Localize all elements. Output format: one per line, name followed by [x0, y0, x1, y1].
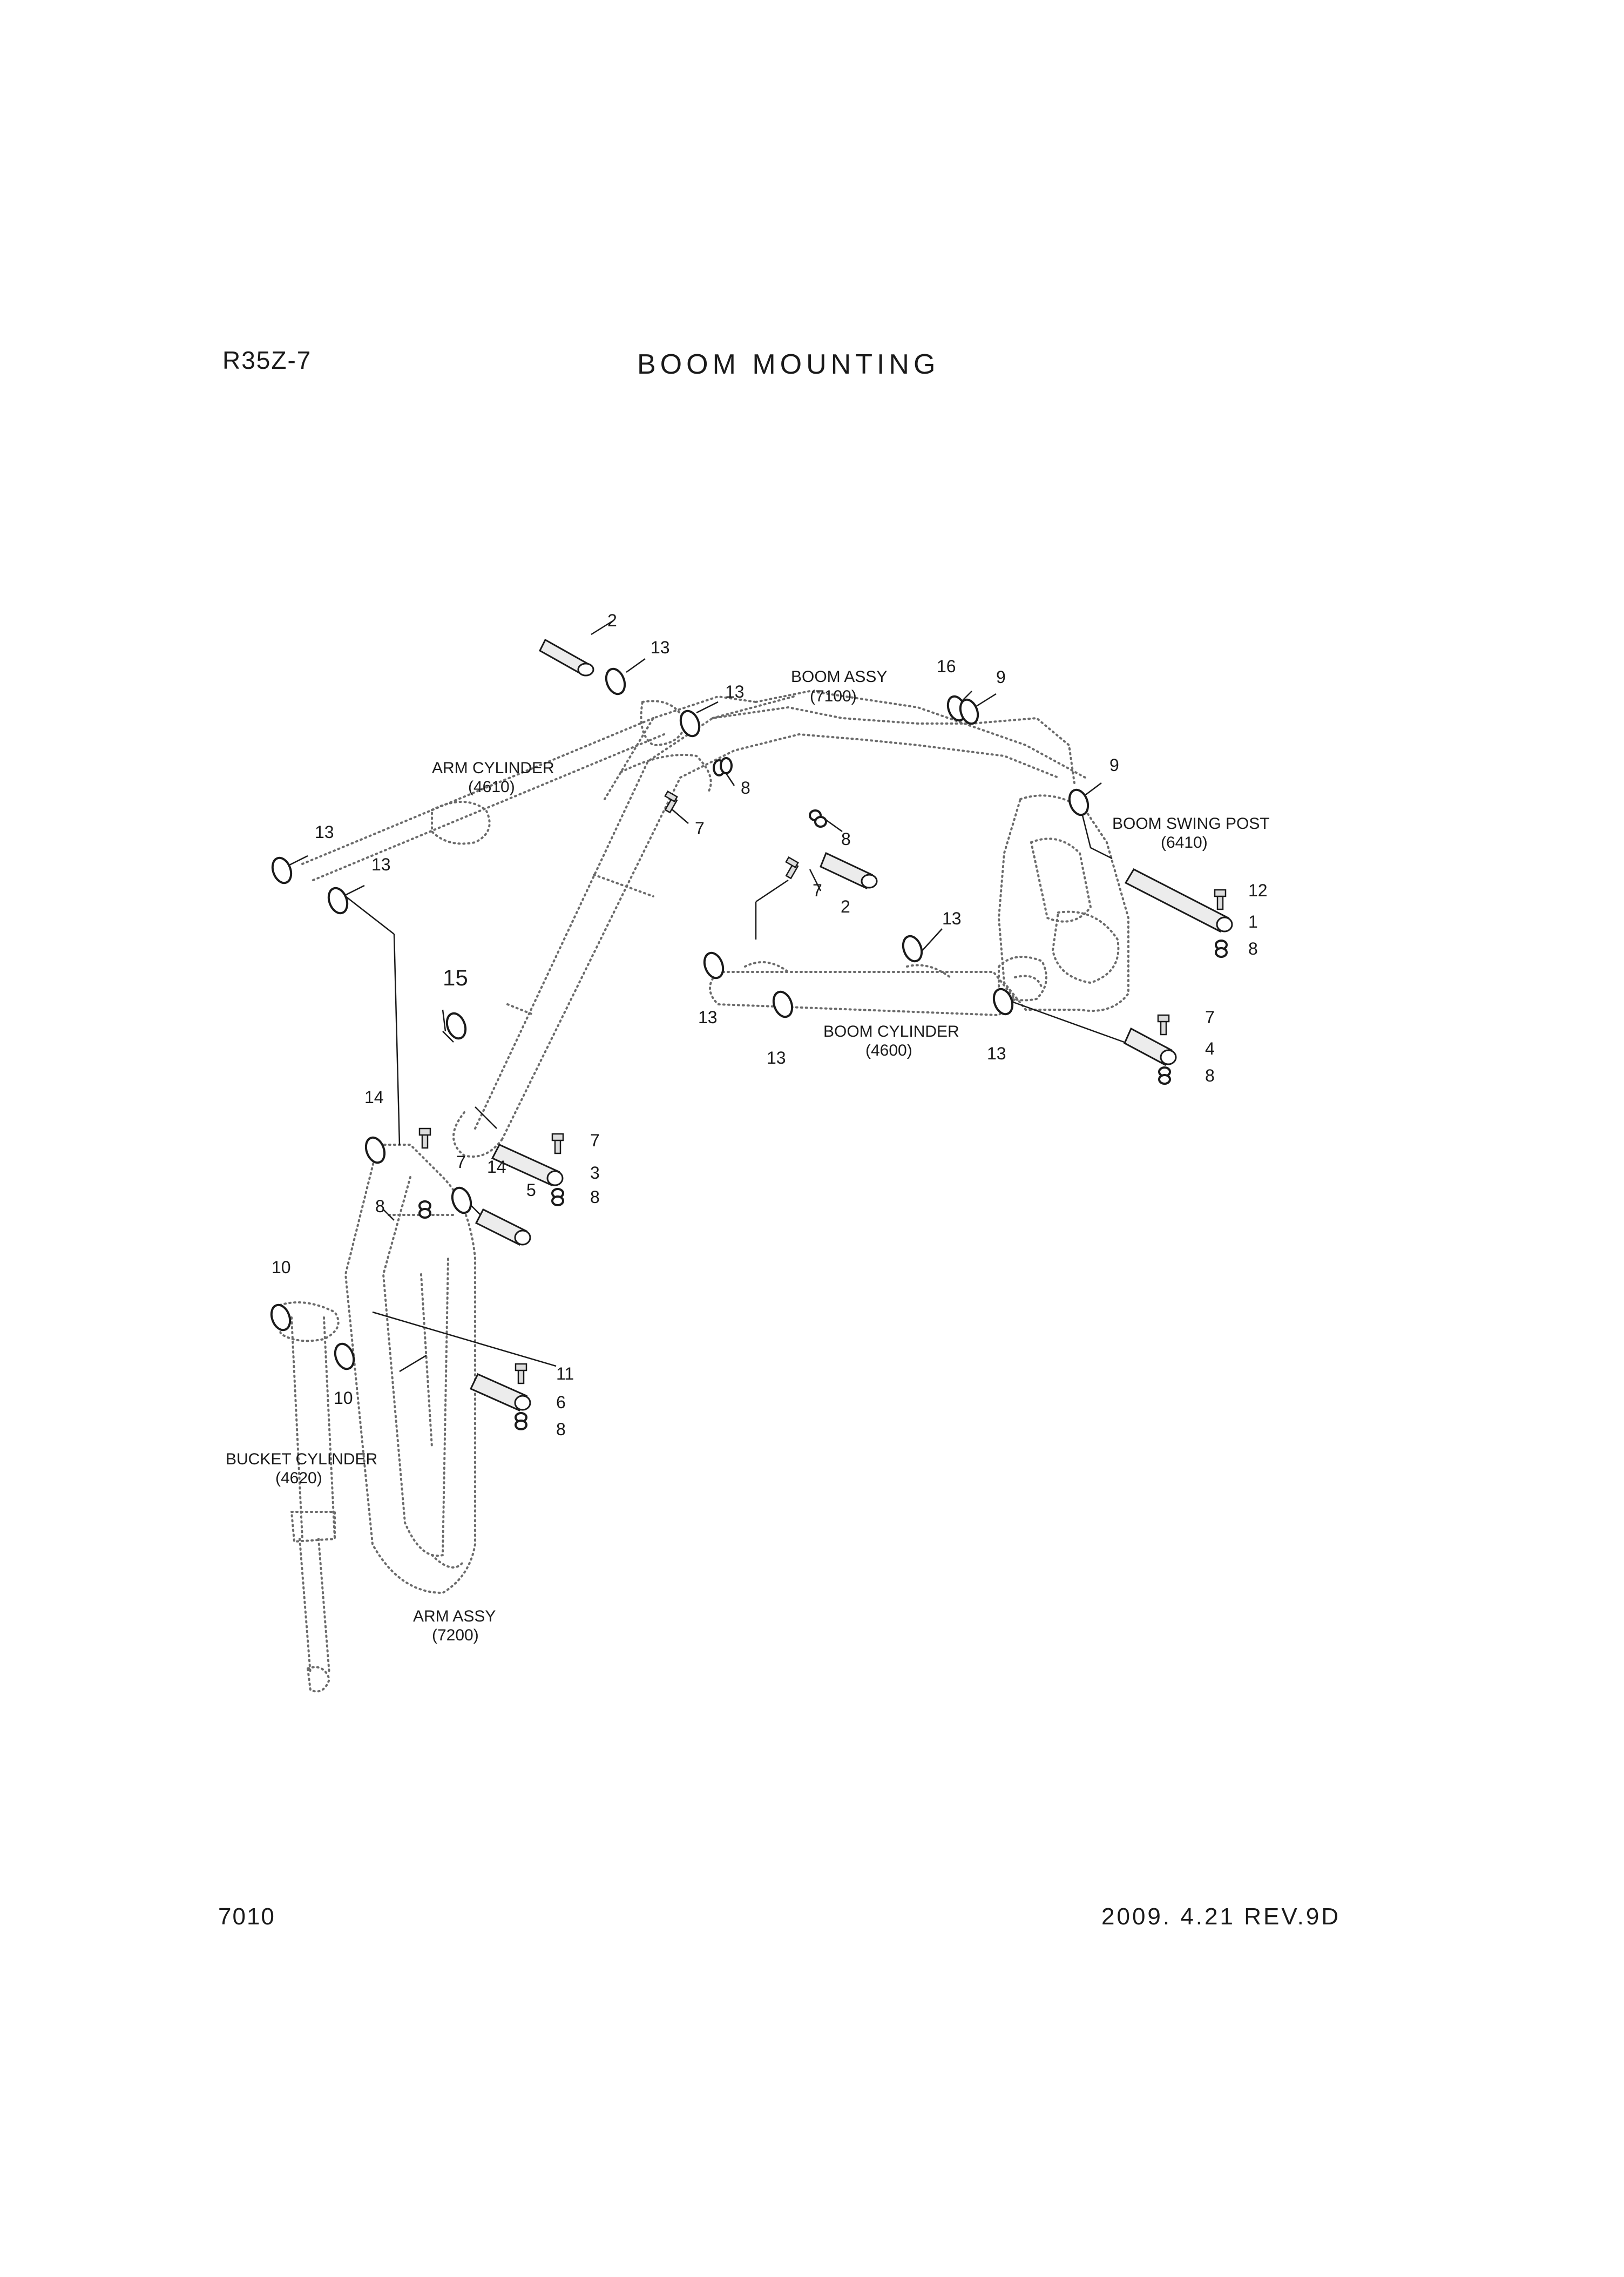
- washers: [270, 667, 1090, 1370]
- nuts: [418, 757, 1228, 1430]
- callout-2-middle: 2: [841, 897, 850, 916]
- callout-12: 12: [1248, 881, 1268, 900]
- bucket-cylinder-label: BUCKET CYLINDER: [226, 1450, 377, 1468]
- callout-4: 4: [1205, 1039, 1215, 1058]
- pin-1-swing-post: [1124, 868, 1233, 933]
- bolt-7-e: [418, 1127, 431, 1149]
- callout-7-c: 7: [1205, 1008, 1215, 1027]
- callout-14-b: 14: [487, 1157, 506, 1177]
- boom-outline: [452, 690, 1086, 1158]
- bolt-7-d: [551, 1133, 564, 1154]
- callout-8-e: 8: [590, 1187, 600, 1207]
- callout-13-e: 13: [942, 909, 962, 928]
- page-title: BOOM MOUNTING: [637, 349, 940, 380]
- callout-13-b: 13: [725, 682, 745, 701]
- pin-2-upper: [539, 638, 594, 677]
- pin-5: [475, 1208, 531, 1246]
- bolt-7-c: [1157, 1014, 1170, 1036]
- callouts: 2 13 13 8 7 13 13 8 7 2 16 9 9 12 1 8 13…: [272, 611, 1268, 1439]
- callout-1: 1: [1248, 912, 1258, 931]
- callout-8-b: 8: [841, 829, 851, 849]
- callout-7-a: 7: [695, 819, 705, 838]
- arm-outline: [344, 1144, 476, 1594]
- arm-assy-label: ARM ASSY: [413, 1607, 496, 1625]
- callout-9-b: 9: [1109, 755, 1119, 775]
- callout-3: 3: [590, 1163, 600, 1183]
- callout-10-b: 10: [334, 1388, 353, 1408]
- callout-11: 11: [556, 1364, 574, 1383]
- bolt-12: [1214, 889, 1227, 910]
- callout-16: 16: [937, 657, 956, 676]
- callout-8-g: 8: [556, 1420, 566, 1439]
- callout-10-a: 10: [272, 1258, 291, 1277]
- callout-7-e: 7: [590, 1131, 600, 1150]
- bucket-cylinder-code: (4620): [275, 1469, 322, 1487]
- callout-13-g: 13: [767, 1048, 786, 1067]
- arm-cylinder-outline: [301, 695, 795, 881]
- arm-cylinder-code: (4610): [468, 778, 515, 796]
- callout-8-f: 8: [375, 1197, 385, 1216]
- boom-swing-post-code: (6410): [1161, 834, 1208, 852]
- bolt-11: [515, 1363, 527, 1384]
- callout-8-c: 8: [1248, 939, 1258, 958]
- swing-post-outline: [997, 794, 1129, 1012]
- boom-assy-label: BOOM ASSY: [791, 668, 887, 686]
- callout-15: 15: [443, 965, 468, 990]
- boom-cylinder-outline: [709, 961, 1017, 1017]
- bucket-cylinder-outline: [274, 1301, 340, 1693]
- boom-swing-post-label: BOOM SWING POST: [1112, 815, 1270, 833]
- callout-13-d: 13: [371, 855, 391, 874]
- bolts: [418, 790, 1227, 1384]
- revision-date: 2009. 4.21 REV.9D: [1101, 1903, 1341, 1930]
- pin-2-middle: [820, 852, 878, 890]
- bolt-7-a: [664, 790, 678, 814]
- callout-8-a: 8: [741, 778, 750, 798]
- leader-lines: [286, 620, 1140, 1373]
- boom-cylinder-code: (4600): [865, 1042, 912, 1059]
- arm-cylinder-label: ARM CYLINDER: [432, 759, 554, 777]
- callout-5: 5: [526, 1180, 536, 1200]
- callout-13-h: 13: [987, 1044, 1006, 1063]
- boom-assy-code: (7100): [810, 687, 857, 705]
- pin-6: [469, 1373, 531, 1411]
- callout-8-d: 8: [1205, 1066, 1215, 1085]
- callout-6: 6: [556, 1393, 566, 1412]
- callout-7-b: 7: [813, 881, 822, 900]
- model-code: R35Z-7: [222, 346, 312, 374]
- callout-13-c: 13: [315, 822, 334, 842]
- bolt-7-b: [785, 856, 799, 880]
- pin-3: [491, 1144, 564, 1186]
- pin-4: [1124, 1027, 1177, 1066]
- callout-14-a: 14: [364, 1087, 384, 1107]
- callout-13-f: 13: [698, 1008, 718, 1027]
- boom-cylinder-label: BOOM CYLINDER: [823, 1023, 959, 1040]
- page-number: 7010: [218, 1903, 275, 1930]
- callout-13-a: 13: [651, 638, 670, 657]
- callout-2-upper: 2: [607, 611, 617, 630]
- callout-9-a: 9: [996, 667, 1006, 687]
- arm-assy-code: (7200): [432, 1626, 479, 1644]
- callout-7-d: 7: [456, 1152, 466, 1172]
